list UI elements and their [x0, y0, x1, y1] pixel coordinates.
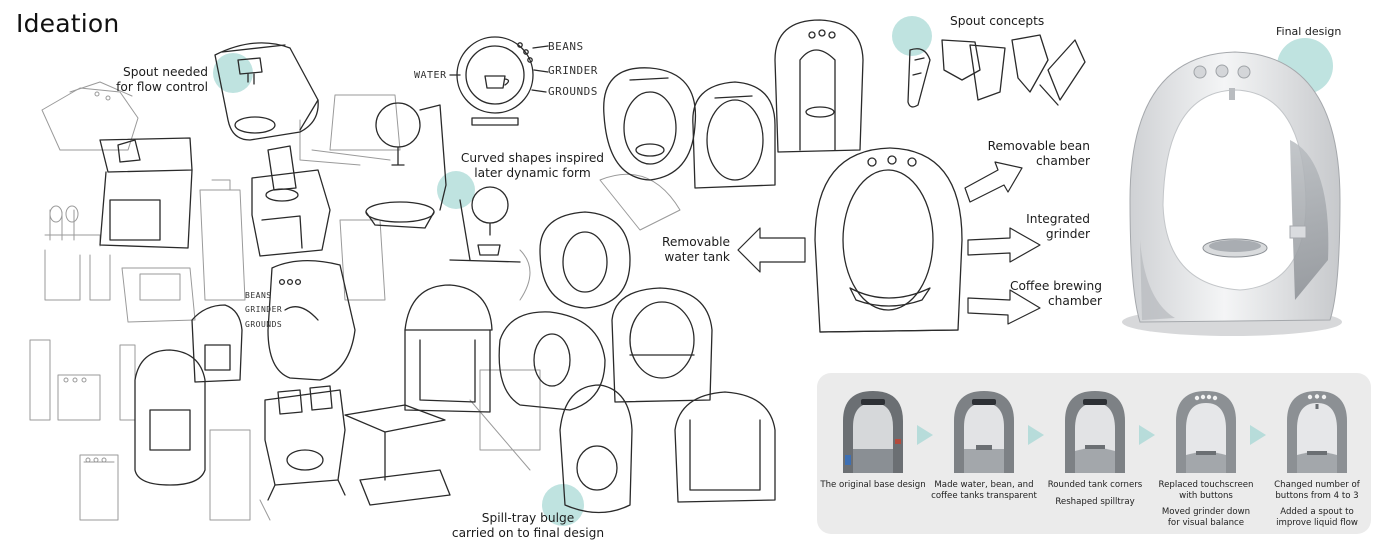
highlight-dot: [542, 484, 584, 526]
sketch-label-grinder-small: GRINDER: [245, 305, 283, 314]
sketch-pod-machine: [191, 304, 243, 383]
evolution-step-icon-3: [1065, 391, 1125, 473]
sketch-label-beans-small: BEANS: [245, 291, 272, 300]
sketch-loop-machine: [498, 311, 606, 411]
sketch-faint: [44, 209, 101, 247]
annotation-coffee-brewing-chamber: Coffee brewing chamber: [1009, 279, 1102, 308]
annotation-integrated-grinder: Integrated grinder: [1026, 212, 1090, 241]
sketch-faint: [339, 219, 386, 301]
sketch-faint: [69, 81, 133, 97]
evolution-arrow: [917, 425, 933, 445]
sketch-faint: [139, 273, 181, 301]
annotation-removable-bean-chamber: Removable bean chamber: [987, 139, 1090, 168]
sketch-label-beans: BEANS: [548, 40, 584, 53]
sketch-cart-machine: [264, 385, 346, 501]
evolution-step-4: Replaced touchscreen with buttons Moved …: [1158, 480, 1254, 528]
sketch-label-water: WATER: [414, 70, 447, 81]
annotation-final-design: Final design: [1276, 25, 1342, 38]
sketch-faint: [199, 189, 246, 301]
evolution-arrow: [1028, 425, 1044, 445]
sketch-arch-machine: [774, 19, 864, 153]
evolution-step-icon-5: [1287, 391, 1347, 473]
sketch-faint: [121, 267, 196, 323]
annotation-removable-water-tank: Removable water tank: [661, 235, 730, 264]
sketch-faint: [599, 173, 681, 231]
highlight-dot: [892, 16, 932, 56]
highlight-dot: [213, 53, 253, 93]
arrow-bean-chamber: [964, 161, 1023, 203]
sketch-spout-concepts: [907, 34, 1086, 108]
sketch-faint: [311, 94, 401, 161]
sketch-faint: [469, 369, 541, 471]
sketch-faint: [94, 91, 100, 97]
sketch-oval-machine-1: [603, 67, 697, 181]
evolution-step-icon-1: [843, 391, 903, 473]
sketch-cabinet-machine: [674, 391, 776, 503]
annotation-spout-needed: Spout needed for flow control: [116, 65, 208, 94]
arrow-grinder: [967, 227, 1041, 263]
sketch-faint: [57, 374, 101, 421]
evolution-step-3: Rounded tank corners Reshaped spilltray: [1047, 480, 1143, 507]
sketch-faint: [211, 179, 231, 191]
sketch-machine-tall: [99, 137, 193, 249]
sketch-hero-machine: [814, 147, 963, 333]
evolution-step-5: Changed number of buttons from 4 to 3 Ad…: [1274, 480, 1360, 528]
arrow-brewing: [967, 289, 1041, 325]
sketch-faint: [79, 454, 119, 521]
sketch-machine-spout: [214, 42, 319, 141]
sketch-backpack-machine: [134, 349, 206, 486]
sketch-faint: [299, 119, 361, 166]
sketch-oval-machine-2: [692, 81, 776, 189]
sketch-pour-over: [449, 186, 521, 263]
sketch-machine-buttons: [267, 260, 356, 381]
sketch-table-tray: [344, 404, 451, 506]
sketch-label-grounds-small: GROUNDS: [245, 320, 283, 329]
sketch-machine-cube: [251, 145, 331, 257]
arrow-left-water-tank: [737, 227, 806, 273]
design-evolution-panel: The original base design Made water, bea…: [817, 373, 1371, 534]
sketch-faint: [519, 249, 531, 301]
annotation-spout-concepts: Spout concepts: [950, 14, 1045, 28]
highlight-dot: [437, 171, 475, 209]
sketch-label-grounds: GROUNDS: [548, 85, 598, 98]
annotation-curved-shapes: Curved shapes inspired later dynamic for…: [460, 151, 605, 180]
evolution-step-2: Made water, bean, and coffee tanks trans…: [931, 480, 1037, 501]
sketch-machine-sphere: [365, 102, 447, 229]
evolution-step-icon-4: [1176, 391, 1236, 473]
sketch-faint: [209, 429, 271, 521]
evolution-icons: [843, 391, 1347, 473]
evolution-arrow: [1250, 425, 1266, 445]
final-design-render: [1122, 51, 1342, 336]
sketch-spilltray-machine: [559, 384, 633, 514]
evolution-arrow: [1139, 425, 1155, 445]
page-title: Ideation: [16, 9, 120, 38]
annotation-spill-tray: Spill-tray bulge carried on to final des…: [451, 511, 605, 540]
evolution-step-1: The original base design: [820, 480, 926, 490]
sketch-mushroom-machine: [404, 284, 493, 413]
sketch-oval-machine-3: [539, 211, 631, 309]
sketch-faint: [41, 87, 139, 151]
sketch-touchscreen: [449, 36, 549, 126]
sketch-shell-machine: [611, 287, 713, 403]
sketch-label-grinder: GRINDER: [548, 64, 598, 77]
sketch-faint: [44, 249, 111, 301]
evolution-step-icon-2: [954, 391, 1014, 473]
